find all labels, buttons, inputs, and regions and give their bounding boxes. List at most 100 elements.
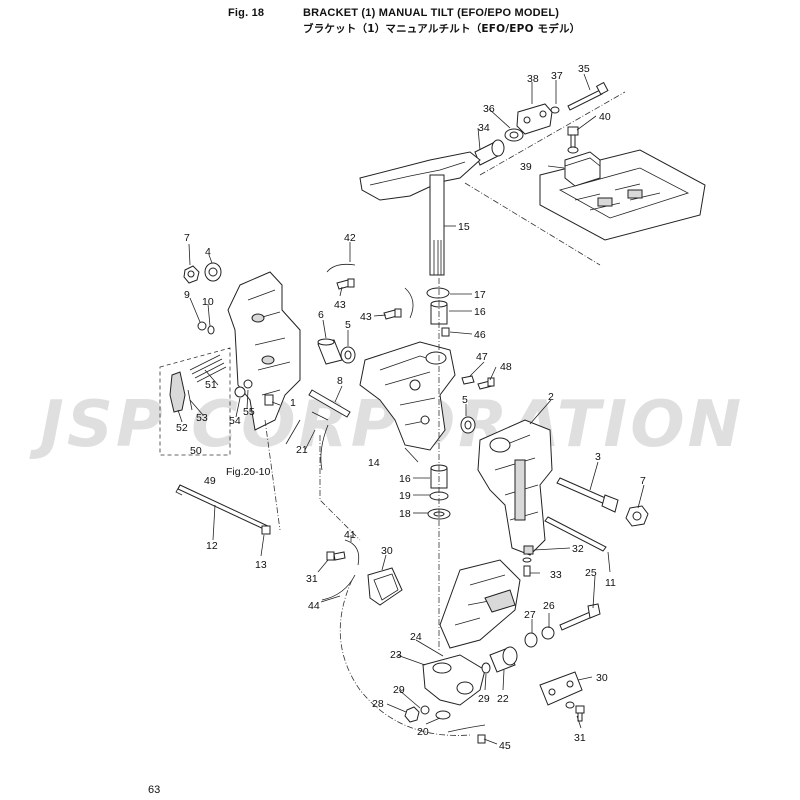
part-45-bolt <box>477 734 486 744</box>
part-11-rod <box>544 516 607 552</box>
part-9 <box>197 321 207 331</box>
part-44-wire <box>321 574 356 601</box>
part-46 <box>441 327 450 337</box>
assembly-50-box <box>159 347 231 456</box>
callout-35: 35 <box>578 63 590 75</box>
part-47-screw <box>461 375 475 385</box>
part-14-swivel-bracket <box>359 341 456 451</box>
part-17-ring <box>426 287 450 299</box>
part-51-spring <box>189 354 227 383</box>
part-8-rod <box>308 389 351 418</box>
part-7-nut-left <box>183 265 200 284</box>
callout-22: 22 <box>497 693 509 705</box>
swivel-lower-casting <box>439 559 521 649</box>
part-13-nut <box>261 525 271 535</box>
part-42-wire <box>326 263 356 273</box>
callout-49: 49 <box>204 475 216 487</box>
part-42-wire-end <box>404 287 414 319</box>
figure-number: Fig. 18 <box>228 7 265 19</box>
part-10 <box>207 325 215 335</box>
part-6-sleeve <box>317 338 343 365</box>
callout-30b: 30 <box>596 672 608 684</box>
callout-7: 7 <box>184 232 190 244</box>
callout-17: 17 <box>474 289 486 301</box>
callout-21: 21 <box>296 444 308 456</box>
part-38 <box>516 103 553 135</box>
callout-15: 15 <box>458 221 470 233</box>
part-31-bolt-upper <box>326 551 346 561</box>
callout-5a: 5 <box>345 319 351 331</box>
callout-31b: 31 <box>574 732 586 744</box>
part-48-bolt <box>477 377 495 390</box>
callout-48: 48 <box>500 361 512 373</box>
callout-44: 44 <box>308 600 320 612</box>
callout-13: 13 <box>255 559 267 571</box>
part-52-lever <box>169 371 186 413</box>
part-39 <box>564 151 601 187</box>
part-5-bushing-right <box>460 416 476 434</box>
part-callouts: 7 4 9 10 42 43 43 6 5 8 1 5 2 3 7 15 17 … <box>176 63 646 752</box>
part-15-tilt-lever <box>359 151 481 276</box>
part-32 <box>523 545 534 555</box>
part-3-bolt <box>556 477 619 513</box>
part-21-wire <box>320 424 329 471</box>
part-41-wire <box>344 539 360 566</box>
part-28-nut <box>404 706 420 723</box>
callout-29a: 29 <box>393 684 405 696</box>
callout-36: 36 <box>483 103 495 115</box>
part-37-washer <box>550 106 560 114</box>
callout-52: 52 <box>176 422 188 434</box>
callout-3: 3 <box>595 451 601 463</box>
callout-16a: 16 <box>474 306 486 318</box>
callout-37: 37 <box>551 70 563 82</box>
callout-45: 45 <box>499 740 511 752</box>
part-12-rod <box>177 484 271 532</box>
part-36-bushing <box>504 128 524 142</box>
callout-1: 1 <box>290 397 296 409</box>
part-55 <box>243 379 253 389</box>
callout-38: 38 <box>527 73 539 85</box>
part-54 <box>234 386 246 398</box>
callout-27: 27 <box>524 609 536 621</box>
callout-20: 20 <box>417 726 429 738</box>
part-2-stern-bracket <box>477 419 553 556</box>
callout-4: 4 <box>205 246 211 258</box>
callout-51: 51 <box>205 379 217 391</box>
wire-routing <box>339 579 471 736</box>
page-number: 63 <box>148 784 161 796</box>
part-29-washer-left <box>420 705 430 715</box>
callout-31a: 31 <box>306 573 318 585</box>
callout-33: 33 <box>550 569 562 581</box>
callout-19: 19 <box>399 490 411 502</box>
callout-24: 24 <box>410 631 422 643</box>
page-title-japanese: ブラケット（1）マニュアルチルト（EFO/EPO モデル） <box>303 23 581 35</box>
callout-2: 2 <box>548 391 554 403</box>
callout-25: 25 <box>585 567 597 579</box>
callout-30a: 30 <box>381 545 393 557</box>
callout-42: 42 <box>344 232 356 244</box>
callout-23: 23 <box>390 649 402 661</box>
part-43-bolt-lower <box>383 308 402 320</box>
callout-28: 28 <box>372 698 384 710</box>
callout-9: 9 <box>184 289 190 301</box>
callout-18: 18 <box>399 508 411 520</box>
callout-43b: 43 <box>360 311 372 323</box>
callout-46: 46 <box>474 329 486 341</box>
callout-12: 12 <box>206 540 218 552</box>
page-title-english: BRACKET (1) MANUAL TILT (EFO/EPO MODEL) <box>303 7 560 19</box>
callout-55: 55 <box>243 406 255 418</box>
leader-41 <box>319 435 361 541</box>
leader-13 <box>264 419 281 531</box>
part-5-bushing-left <box>340 346 356 364</box>
callout-29b: 29 <box>478 693 490 705</box>
part-29-washer-right <box>481 662 491 674</box>
callout-16b: 16 <box>399 473 411 485</box>
cross-reference-fig-20-10: Fig.20-10 <box>226 466 271 478</box>
part-27-washer <box>524 632 538 648</box>
callout-7b: 7 <box>640 475 646 487</box>
callout-39: 39 <box>520 161 532 173</box>
callout-54: 54 <box>229 415 241 427</box>
part-40 <box>567 126 579 154</box>
